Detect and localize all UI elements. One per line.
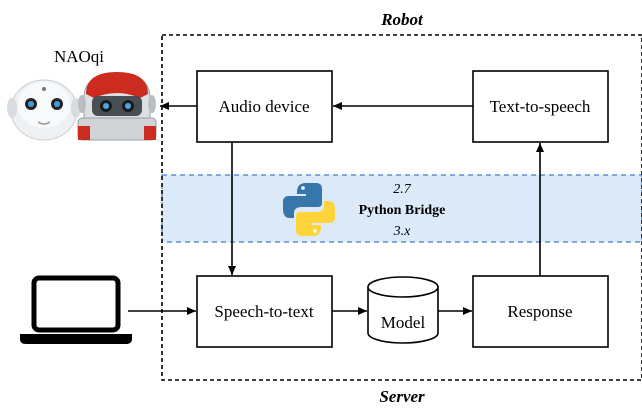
bridge-version-3-x: 3.x <box>393 224 412 239</box>
audio-device-label: Audio device <box>218 97 309 116</box>
robot-pepper-icon <box>7 79 81 141</box>
response-label: Response <box>507 302 572 321</box>
robot-label: Robot <box>380 10 424 29</box>
python-logo-icon <box>283 183 335 236</box>
model-label: Model <box>381 313 426 332</box>
naoqi-label: NAOqi <box>54 47 104 66</box>
robot-nao-icon <box>77 72 157 141</box>
speech-to-text-label: Speech-to-text <box>214 302 313 321</box>
server-label: Server <box>379 387 425 406</box>
bridge-title: Python Bridge <box>359 203 446 218</box>
model-node <box>367 276 439 344</box>
robot-server-boundary <box>161 34 642 381</box>
python-bridge-band <box>161 174 642 243</box>
text-to-speech-node <box>472 70 609 143</box>
text-to-speech-label: Text-to-speech <box>490 97 591 116</box>
response-node <box>472 275 609 348</box>
laptop-icon <box>20 275 132 344</box>
bridge-version-2-7: 2.7 <box>393 182 412 197</box>
